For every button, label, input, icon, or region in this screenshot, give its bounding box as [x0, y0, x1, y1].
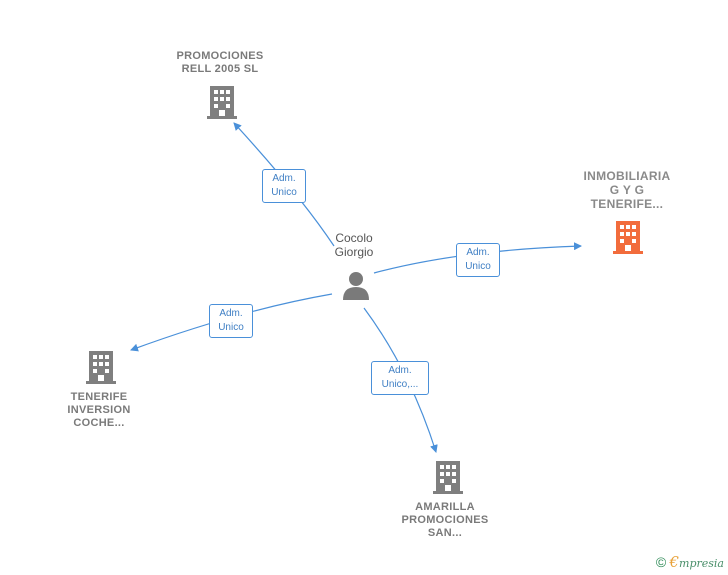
empresia-logo: © €mpresia	[656, 553, 724, 571]
company-name-promociones-rell[interactable]: PROMOCIONES RELL 2005 SL	[176, 50, 264, 75]
role-badge: Adm. Unico	[456, 243, 500, 277]
role-badge: Adm. Unico,...	[371, 361, 429, 395]
brand-e: €	[669, 553, 680, 571]
company-name-inmobiliaria[interactable]: INMOBILIARIA G Y G TENERIFE...	[583, 169, 671, 211]
role-badge: Adm. Unico	[209, 304, 253, 338]
brand-name: mpresia	[679, 557, 724, 570]
building-icon-main[interactable]	[613, 221, 643, 254]
person-icon[interactable]	[343, 272, 369, 300]
company-name-tenerife-inversion[interactable]: TENERIFE INVERSION COCHE...	[67, 391, 131, 429]
company-name-amarilla[interactable]: AMARILLA PROMOCIONES SAN...	[401, 501, 489, 539]
role-badge: Adm. Unico	[262, 169, 306, 203]
building-icon[interactable]	[86, 351, 116, 384]
copyright-icon: ©	[655, 554, 667, 570]
building-icon[interactable]	[207, 86, 237, 119]
person-name[interactable]: Cocolo Giorgio	[334, 231, 374, 259]
building-icon[interactable]	[433, 461, 463, 494]
